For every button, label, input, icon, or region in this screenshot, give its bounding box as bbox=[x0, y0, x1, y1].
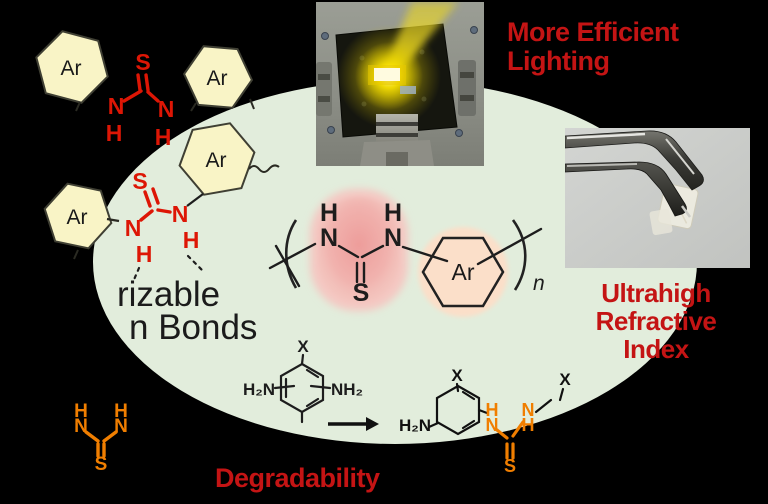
atom-h: H bbox=[106, 120, 123, 146]
tweezer-lower-prong bbox=[565, 161, 687, 217]
arrow-head bbox=[366, 417, 379, 431]
ar-hexagon-2: Ar bbox=[182, 45, 255, 112]
atom-h: H bbox=[114, 401, 128, 422]
atom-s: S bbox=[95, 454, 108, 475]
atom-n: N bbox=[158, 96, 175, 122]
lighting-line1: More Efficient bbox=[507, 17, 679, 47]
atom-h: H bbox=[183, 227, 200, 253]
product-orange-labels: H N N H S bbox=[486, 400, 535, 476]
thiourea-highlight bbox=[310, 189, 408, 311]
ar-hexagon-1: Ar bbox=[35, 30, 109, 112]
el-emitting-area bbox=[374, 68, 400, 81]
refractive-line1: Ultrahigh bbox=[601, 278, 711, 308]
red-thiourea-top-left bbox=[122, 73, 160, 103]
ar-hexagon-3: Ar bbox=[178, 122, 280, 207]
atom-n: N bbox=[125, 215, 142, 241]
hinge-right bbox=[458, 60, 476, 116]
red-thiourea-mid-labels: S N H N H bbox=[125, 168, 200, 267]
atom-n: N bbox=[384, 224, 402, 252]
atom-ar: Ar bbox=[452, 259, 475, 285]
diamine-bonds bbox=[273, 353, 332, 424]
atom-n: N bbox=[522, 400, 535, 420]
repeat-unit-labels: H N H N S bbox=[320, 199, 402, 307]
atom-x: X bbox=[559, 370, 571, 389]
polymer-repeat-unit: H N H N S Ar n bbox=[268, 199, 545, 308]
atom-ar: Ar bbox=[61, 57, 82, 80]
atom-n: N bbox=[114, 416, 128, 437]
atom-s: S bbox=[135, 49, 150, 75]
atom-h: H bbox=[384, 199, 402, 227]
atom-n: N bbox=[108, 93, 125, 119]
subscript-n: n bbox=[533, 272, 545, 295]
atom-s: S bbox=[353, 279, 370, 307]
atom-s: S bbox=[504, 456, 516, 476]
atom-ar: Ar bbox=[206, 149, 227, 172]
label-h2n: H₂N bbox=[243, 380, 275, 399]
atom-n: N bbox=[486, 415, 499, 435]
atom-n: N bbox=[172, 201, 189, 227]
ar-hexagon-4: Ar bbox=[43, 182, 120, 260]
label-h2n: H₂N bbox=[399, 416, 431, 435]
aryl-hexagon bbox=[421, 236, 505, 308]
hydrogen-bonds-caption: rizable n Bonds bbox=[117, 275, 257, 347]
atom-x: X bbox=[451, 366, 463, 385]
tweezer-upper-prong bbox=[565, 130, 704, 191]
right-parenthesis bbox=[511, 219, 527, 291]
caption-lighting: More Efficient Lighting bbox=[507, 17, 680, 76]
diamine-monomer: X H₂N NH₂ bbox=[243, 337, 363, 424]
orange-thiourea: H N H N S bbox=[74, 401, 128, 475]
product-fragment: H₂N X X H N N H S bbox=[399, 366, 571, 476]
atom-ar: Ar bbox=[67, 206, 88, 229]
caption-degradability: Degradability bbox=[215, 463, 380, 493]
lighting-line2: Lighting bbox=[507, 46, 609, 76]
reaction-arrow bbox=[328, 417, 379, 431]
atom-x: X bbox=[297, 337, 309, 356]
led-photo bbox=[316, 2, 484, 166]
atom-h: H bbox=[320, 199, 338, 227]
atom-n: N bbox=[74, 416, 88, 437]
aryl-highlight bbox=[418, 227, 508, 317]
atom-h: H bbox=[136, 241, 153, 267]
left-parenthesis bbox=[285, 219, 298, 289]
hbond-caption-line2: n Bonds bbox=[129, 308, 257, 347]
red-thiourea-top-left-labels: S N H N H bbox=[106, 49, 175, 150]
atom-h: H bbox=[155, 124, 172, 150]
film-photo bbox=[565, 128, 750, 268]
product-bonds-orange bbox=[495, 420, 525, 460]
red-thiourea-mid bbox=[139, 187, 172, 222]
backbone-bonds bbox=[268, 227, 543, 288]
wavy-bond bbox=[248, 164, 280, 173]
hinge-left bbox=[316, 62, 332, 116]
atom-s: S bbox=[132, 168, 147, 194]
caption-refractive: Ultrahigh Refractive Index bbox=[596, 278, 717, 364]
hbond-caption-line1: rizable bbox=[117, 275, 220, 314]
atom-h: H bbox=[522, 415, 535, 435]
atom-h: H bbox=[486, 400, 499, 420]
atom-ar: Ar bbox=[207, 67, 228, 90]
hydrogen-bond-dashes bbox=[131, 254, 204, 284]
label-nh2: NH₂ bbox=[331, 380, 363, 399]
atom-n: N bbox=[320, 224, 338, 252]
refractive-line3: Index bbox=[623, 334, 689, 364]
atom-h: H bbox=[74, 401, 88, 422]
refractive-line2: Refractive bbox=[596, 306, 717, 336]
product-bonds-black bbox=[427, 382, 565, 436]
